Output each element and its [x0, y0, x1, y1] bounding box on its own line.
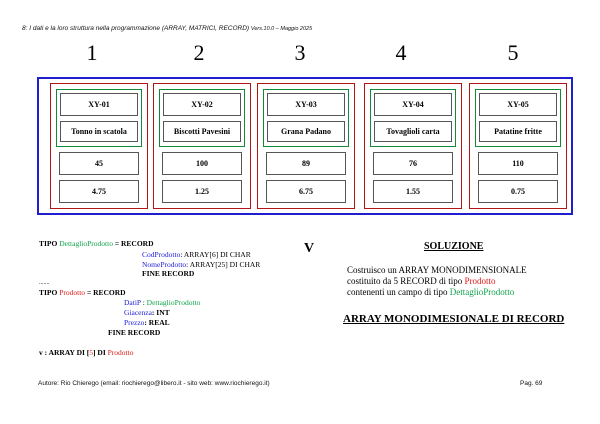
record-name: Tonno in scatola	[60, 121, 138, 142]
keyword-tipo: TIPO	[39, 288, 58, 297]
solution-line-3: contenenti un campo di tipo DettaglioPro…	[347, 287, 514, 297]
var-type: Prodotto	[107, 348, 134, 357]
type-def-dettaglio: TIPO DettaglioProdotto = RECORD	[39, 239, 154, 248]
solution-line-1: Costruisco un ARRAY MONODIMENSIONALE	[347, 265, 527, 275]
record-price: 4.75	[59, 180, 139, 203]
array-index-2: 2	[193, 40, 205, 65]
field-type: : ARRAY[25] DI CHAR	[186, 260, 261, 269]
footer-page: Pag. 69	[520, 380, 543, 387]
fine-record-2: FINE RECORD	[108, 328, 161, 337]
array-container	[37, 77, 573, 215]
array-variable-label: V	[304, 241, 315, 256]
field-nomeprodotto: NomeProdotto: ARRAY[25] DI CHAR	[142, 260, 260, 269]
record-detail-group: XY-04 Tovaglioli carta	[370, 89, 456, 147]
field-name: Prezzo	[124, 318, 145, 327]
record-code: XY-01	[60, 93, 138, 116]
record-quantity: 110	[478, 152, 558, 175]
record-code: XY-02	[163, 93, 241, 116]
solution-type-prodotto: Prodotto	[464, 276, 496, 286]
solution-title: SOLUZIONE	[424, 241, 484, 252]
page-header: 8: I dati e la loro struttura nella prog…	[22, 25, 312, 32]
array-title: ARRAY MONODIMESIONALE DI RECORD	[343, 313, 565, 325]
keyword-tipo: TIPO	[39, 239, 58, 248]
footer-author: Autore: Rio Chierego (email: riochierego…	[38, 380, 270, 387]
field-name: DatiP	[124, 298, 141, 307]
record-quantity: 100	[162, 152, 242, 175]
field-codprodotto: CodProdotto: ARRAY[6] DI CHAR	[142, 250, 251, 259]
header-title: 8: I dati e la loro struttura nella prog…	[22, 25, 250, 32]
record-4: XY-04 Tovaglioli carta 76 1.55	[364, 83, 462, 209]
record-price: 1.25	[162, 180, 242, 203]
record-code: XY-05	[479, 93, 557, 116]
field-type: : REAL	[144, 318, 170, 327]
record-name: Biscotti Pavesini	[163, 121, 241, 142]
record-2: XY-02 Biscotti Pavesini 100 1.25	[153, 83, 251, 209]
ellipsis: .......	[39, 280, 50, 286]
header-version: Vers.10.0 – Maggio 2025	[250, 26, 313, 32]
var-size: 5	[89, 348, 94, 357]
record-quantity: 89	[266, 152, 346, 175]
field-giacenza: Giacenza: INT	[124, 308, 170, 317]
record-price: 1.55	[373, 180, 453, 203]
field-datip: DatiP : DettaglioProdotto	[124, 298, 200, 307]
record-1: XY-01 Tonno in scatola 45 4.75	[50, 83, 148, 209]
fine-record-1: FINE RECORD	[142, 269, 195, 278]
record-detail-group: XY-03 Grana Padano	[263, 89, 349, 147]
keyword-record: = RECORD	[114, 239, 154, 248]
field-prezzo: Prezzo: REAL	[124, 318, 170, 327]
record-detail-group: XY-01 Tonno in scatola	[56, 89, 142, 147]
array-index-1: 1	[86, 40, 98, 65]
field-type: : INT	[151, 308, 170, 317]
record-price: 6.75	[266, 180, 346, 203]
type-name-prodotto: Prodotto	[59, 288, 86, 297]
array-index-5: 5	[507, 40, 519, 65]
record-code: XY-04	[374, 93, 452, 116]
type-def-prodotto: TIPO Prodotto = RECORD	[39, 288, 126, 297]
solution-line-3-prefix: contenenti un campo di tipo	[347, 287, 450, 297]
type-name-dettaglio: DettaglioProdotto	[59, 239, 113, 248]
var-mid: ] DI	[93, 348, 108, 357]
record-code: XY-03	[267, 93, 345, 116]
record-3: XY-03 Grana Padano 89 6.75	[257, 83, 355, 209]
field-name: CodProdotto	[142, 250, 181, 259]
array-index-3: 3	[294, 40, 306, 65]
field-name: Giacenza	[124, 308, 152, 317]
solution-line-2: costituito da 5 RECORD di tipo Prodotto	[347, 276, 496, 286]
keyword-record: = RECORD	[86, 288, 126, 297]
solution-line-2-prefix: costituito da 5 RECORD di tipo	[347, 276, 465, 286]
var-prefix: v : ARRAY DI [	[39, 348, 90, 357]
field-type: : ARRAY[6] DI CHAR	[180, 250, 251, 259]
record-5: XY-05 Patatine fritte 110 0.75	[469, 83, 567, 209]
field-sep: :	[140, 298, 147, 307]
record-name: Grana Padano	[267, 121, 345, 142]
record-price: 0.75	[478, 180, 558, 203]
record-quantity: 45	[59, 152, 139, 175]
record-name: Tovaglioli carta	[374, 121, 452, 142]
record-detail-group: XY-02 Biscotti Pavesini	[159, 89, 245, 147]
record-name: Patatine fritte	[479, 121, 557, 142]
record-detail-group: XY-05 Patatine fritte	[475, 89, 561, 147]
record-quantity: 76	[373, 152, 453, 175]
field-name: NomeProdotto	[142, 260, 187, 269]
var-declaration: v : ARRAY DI [5] DI Prodotto	[39, 348, 133, 357]
solution-type-dettaglio: DettaglioProdotto	[449, 287, 515, 297]
array-index-4: 4	[395, 40, 407, 65]
field-type: DettaglioProdotto	[146, 298, 201, 307]
